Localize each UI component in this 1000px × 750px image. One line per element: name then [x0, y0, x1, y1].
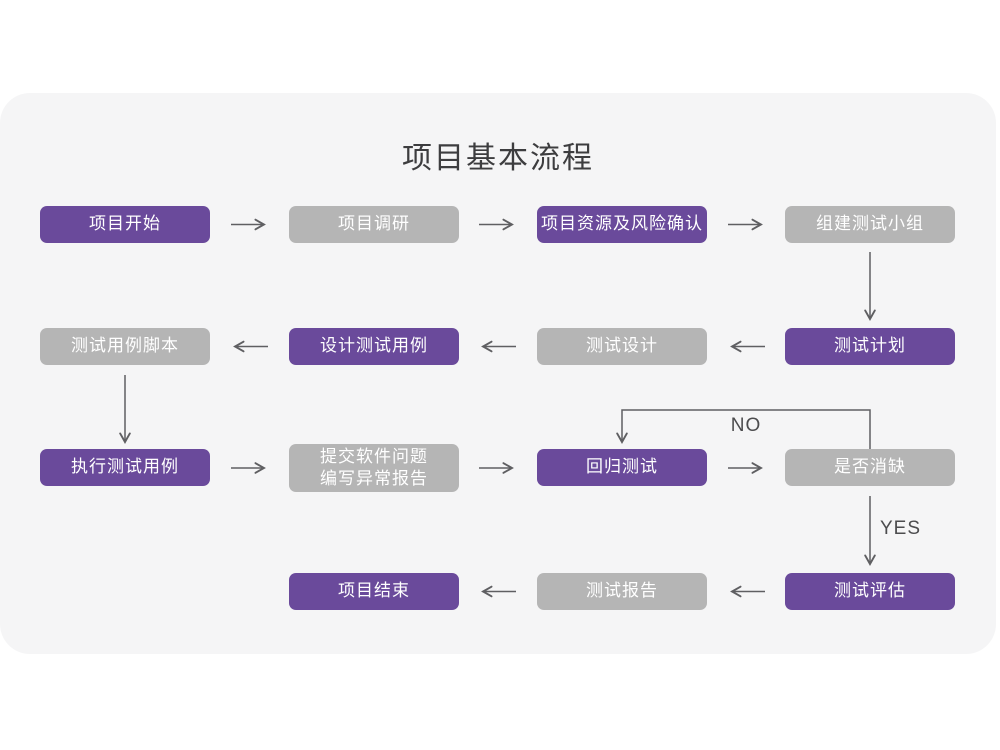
node-resource-risk: 项目资源及风险确认: [537, 206, 707, 243]
node-case-script: 测试用例脚本: [40, 328, 210, 365]
node-test-plan: 测试计划: [785, 328, 955, 365]
node-test-design: 测试设计: [537, 328, 707, 365]
edge-label-yes: YES: [880, 518, 922, 539]
node-test-evaluation: 测试评估: [785, 573, 955, 610]
node-execute-cases: 执行测试用例: [40, 449, 210, 486]
flowchart-card: 项目基本流程 项目开始 项目调研 项目资源及风险确认: [0, 93, 996, 654]
node-submit-issues: 提交软件问题 编写异常报告: [289, 444, 459, 492]
node-test-report: 测试报告: [537, 573, 707, 610]
node-project-end: 项目结束: [289, 573, 459, 610]
node-project-start: 项目开始: [40, 206, 210, 243]
edge-label-no: NO: [730, 415, 762, 436]
node-defect-cleared: 是否消缺: [785, 449, 955, 486]
node-project-research: 项目调研: [289, 206, 459, 243]
flow-arrows: [119, 218, 876, 598]
node-design-cases: 设计测试用例: [289, 328, 459, 365]
node-build-test-team: 组建测试小组: [785, 206, 955, 243]
node-regression-test: 回归测试: [537, 449, 707, 486]
arrow-no-loop: [616, 409, 871, 449]
diagram-title: 项目基本流程: [402, 142, 594, 175]
